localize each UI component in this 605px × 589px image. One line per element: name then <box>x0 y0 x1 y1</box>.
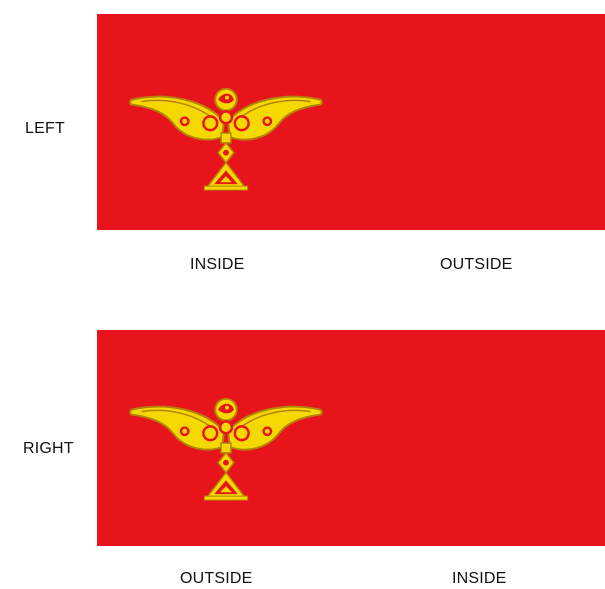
side-label-right: RIGHT <box>23 440 74 458</box>
winged-bird-emblem-icon <box>127 78 325 194</box>
flag-right-side <box>97 330 605 546</box>
caption-inside: INSIDE <box>190 256 245 274</box>
flag-left-side <box>97 14 605 230</box>
winged-bird-emblem-icon <box>127 388 325 504</box>
caption-inside: INSIDE <box>452 570 507 588</box>
caption-outside: OUTSIDE <box>180 570 253 588</box>
side-label-left: LEFT <box>25 120 65 138</box>
caption-outside: OUTSIDE <box>440 256 513 274</box>
